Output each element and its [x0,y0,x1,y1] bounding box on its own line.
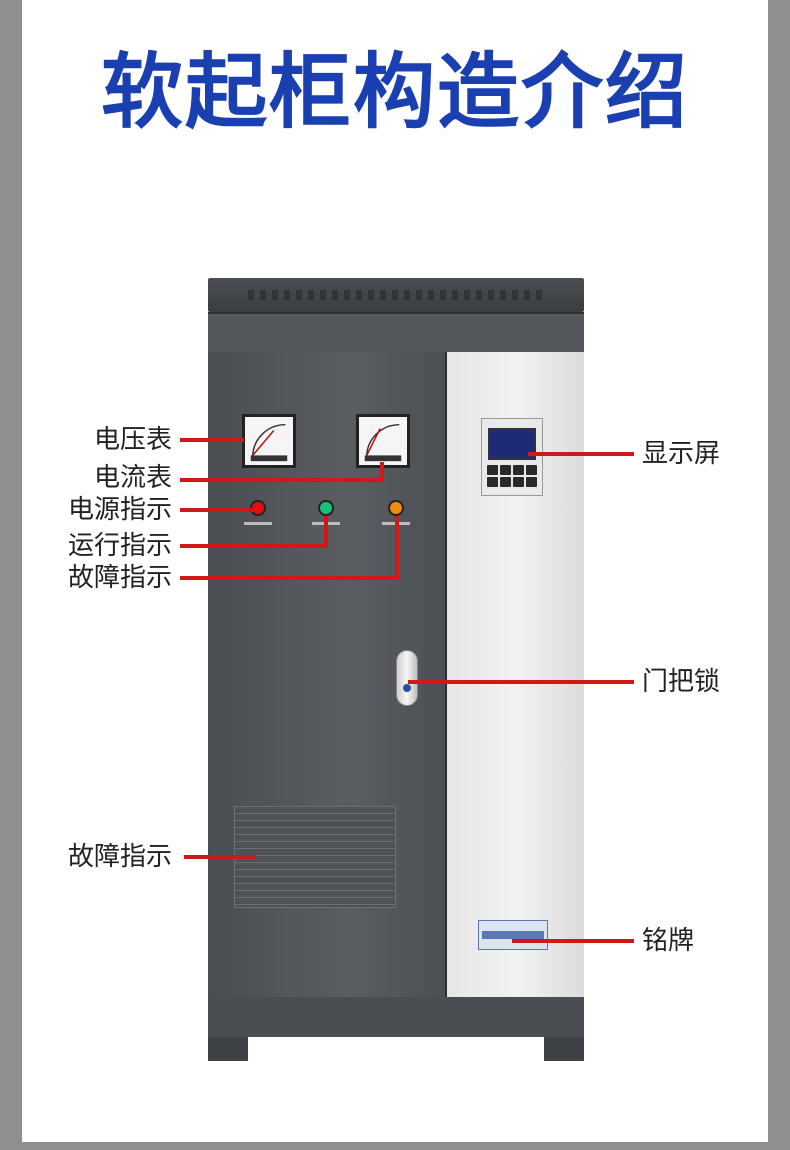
leader-line-warning [184,855,256,859]
ammeter-icon [356,414,410,468]
display-panel [481,418,543,496]
cabinet-foot-left [208,1037,248,1061]
frame-left [0,0,22,1150]
keypad-key [487,465,498,475]
frame-right [768,0,790,1150]
cabinet-base [208,997,584,1037]
leader-line-door-lock [408,680,634,684]
keypad [487,465,539,487]
leader-line-run [180,544,328,548]
keypad-key [500,465,511,475]
leader-line-power [180,508,254,512]
cabinet-band [208,312,584,354]
cabinet-foot-right [544,1037,584,1061]
page-title: 软起柜构造介绍 [100,45,689,140]
leader-line-nameplate [512,939,634,943]
lock-dot [403,684,411,692]
power-lamp-tag [244,522,272,525]
label-voltmeter: 电压表 [93,425,172,455]
frame-bottom [0,1142,790,1150]
leader-line-fault [180,576,399,580]
run-lamp-icon [318,500,334,516]
label-run-indicator: 运行指示 [67,531,172,561]
label-fault-indicator: 故障指示 [67,563,172,593]
label-door-lock: 门把锁 [642,667,721,697]
label-warning: 故障指示 [67,842,172,872]
leader-line-fault-riser [395,516,399,580]
keypad-key [487,477,498,487]
leader-line-ammeter [180,478,384,482]
leader-line-voltmeter [180,438,244,442]
label-ammeter: 电流表 [93,463,172,493]
keypad-key [526,477,537,487]
cabinet-top [208,278,584,312]
door-handle-icon [396,650,418,706]
label-power-indicator: 电源指示 [67,495,172,525]
voltmeter-icon [242,414,296,468]
nameplate-plate [478,920,548,950]
keypad-key [513,465,524,475]
vent-grille [248,290,548,300]
warning-label-sheet [234,806,396,908]
nameplate-band [482,931,544,939]
label-display-screen: 显示屏 [642,439,721,469]
keypad-key [513,477,524,487]
fault-lamp-icon [388,500,404,516]
keypad-key [500,477,511,487]
keypad-key [526,465,537,475]
label-nameplate: 铭牌 [642,926,695,956]
leader-line-run-riser [324,516,328,548]
leader-line-display [528,452,634,456]
leader-line-ammeter-riser [380,462,384,482]
